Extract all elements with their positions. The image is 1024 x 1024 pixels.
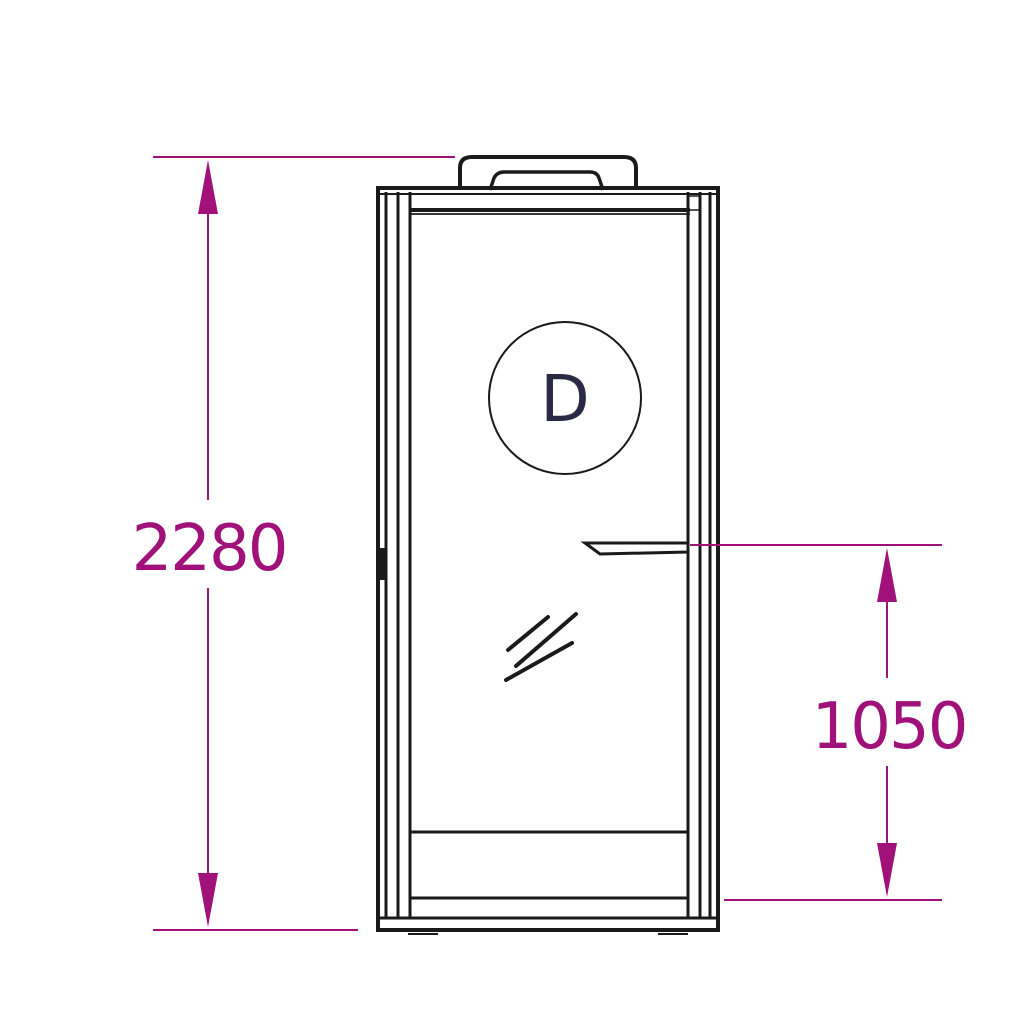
- overall-height-label: 2280: [132, 512, 287, 586]
- booth-body: [376, 155, 720, 935]
- shelf-handle: [580, 541, 690, 556]
- arrowhead-up: [198, 160, 218, 214]
- right-post: [686, 192, 712, 918]
- badge-letter: D: [540, 363, 589, 437]
- door-glass-panel: [409, 213, 689, 833]
- arrowhead-down: [877, 843, 897, 897]
- shelf-height-label: 1050: [812, 690, 967, 764]
- arrowhead-up: [877, 548, 897, 602]
- overall-height-dimension: [153, 156, 455, 931]
- outer-frame: [376, 186, 720, 932]
- shelf-height-dimension: [690, 544, 942, 901]
- roof-cap: [458, 155, 638, 191]
- left-post: [380, 192, 412, 918]
- booth-badge: D: [488, 321, 642, 475]
- arrowhead-down: [198, 873, 218, 927]
- glass-hatch-marks: [504, 612, 578, 682]
